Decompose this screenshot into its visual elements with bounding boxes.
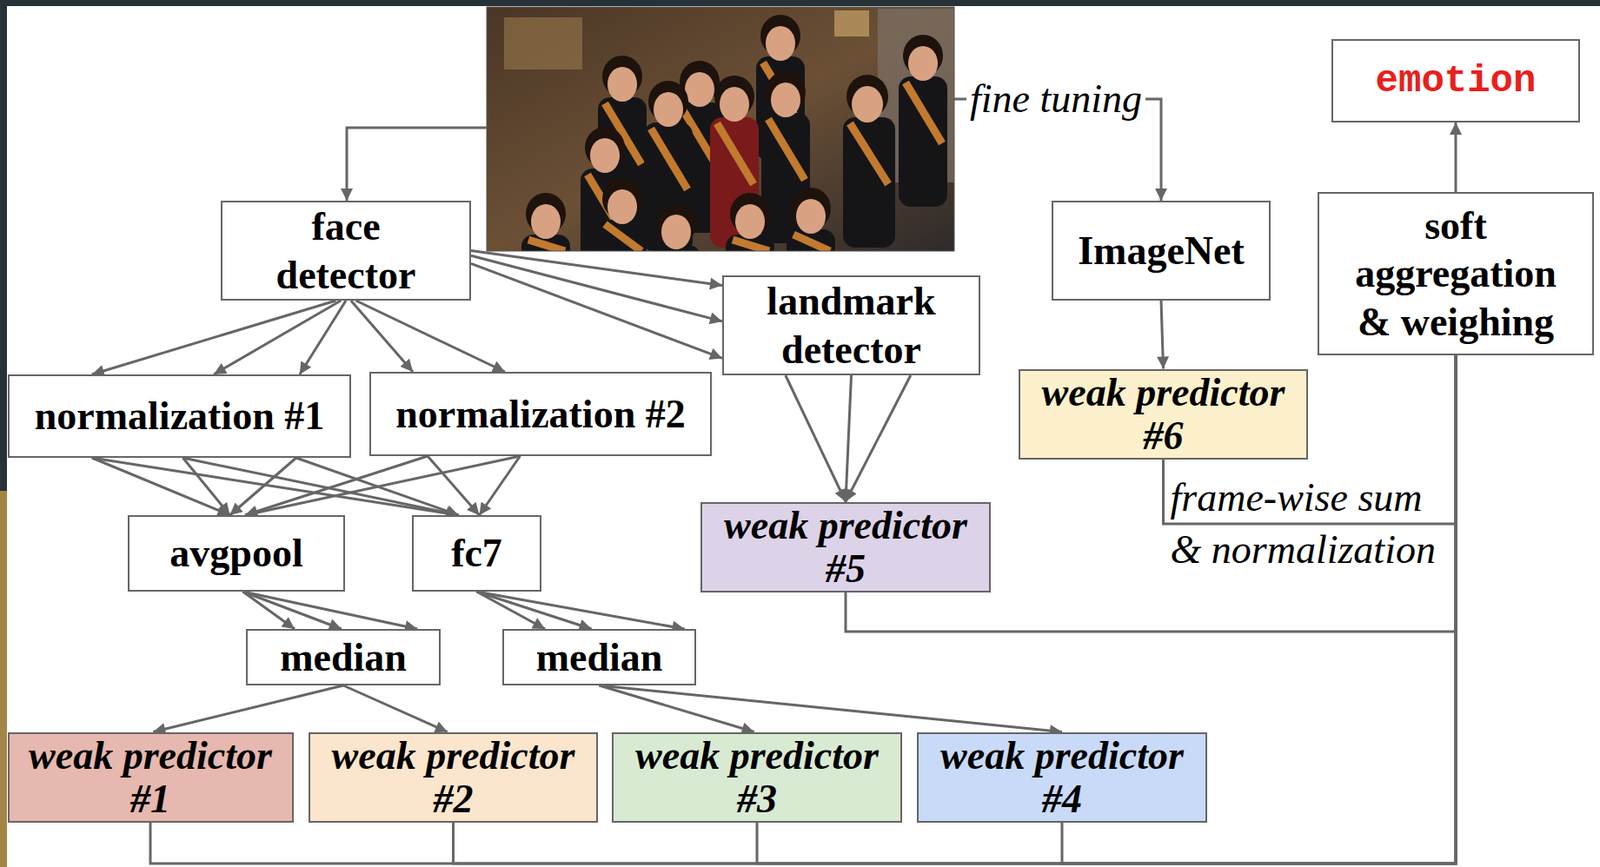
connector-line bbox=[845, 375, 852, 503]
node-label: fc7 bbox=[451, 529, 503, 578]
connector-line bbox=[152, 685, 344, 733]
node-label: weak predictor #2 bbox=[320, 734, 586, 821]
photo-lights bbox=[834, 10, 870, 37]
node-label: soft aggregation & weighing bbox=[1338, 201, 1574, 346]
photo-background bbox=[486, 6, 955, 252]
process-box: ImageNet bbox=[1051, 200, 1271, 301]
slide-left-strip-gold bbox=[0, 491, 7, 867]
connector-line bbox=[471, 251, 723, 286]
connector bbox=[1161, 300, 1164, 370]
connector bbox=[92, 458, 297, 516]
child-figure bbox=[725, 192, 775, 252]
process-box: normalization #1 bbox=[7, 374, 352, 459]
node-label: weak predictor #6 bbox=[1030, 371, 1296, 458]
predictor-box: weak predictor #2 bbox=[308, 732, 598, 824]
connector bbox=[1455, 122, 1457, 193]
child-figure bbox=[651, 203, 701, 252]
connector-line bbox=[479, 456, 521, 516]
node-label: ImageNet bbox=[1077, 226, 1245, 275]
child-figure bbox=[898, 34, 948, 207]
node-label: emotion bbox=[1375, 58, 1537, 105]
connector-line bbox=[245, 456, 428, 516]
annotation-label: fine tuning bbox=[966, 73, 1146, 126]
pooling-box: median bbox=[502, 629, 697, 686]
connector bbox=[599, 685, 1063, 733]
node-label: landmark detector bbox=[738, 277, 965, 373]
process-box: normalization #2 bbox=[369, 371, 712, 457]
process-box: landmark detector bbox=[722, 275, 981, 376]
connector-line bbox=[427, 456, 480, 516]
node-label: face detector bbox=[258, 202, 433, 299]
node-label: median bbox=[536, 633, 664, 682]
connector-line bbox=[243, 591, 419, 630]
child-figure bbox=[597, 178, 647, 252]
connector-line bbox=[356, 300, 506, 372]
slide-left-strip bbox=[0, 0, 7, 492]
connector-line bbox=[92, 458, 231, 516]
node-label: normalization #2 bbox=[395, 390, 685, 439]
connector-line bbox=[599, 685, 1063, 733]
connector-line bbox=[183, 458, 459, 516]
feature-box: avgpool bbox=[127, 515, 346, 592]
predictor-box: weak predictor #5 bbox=[700, 502, 991, 593]
predictor-box: weak predictor #3 bbox=[611, 732, 903, 824]
child-figure bbox=[643, 80, 693, 252]
connector-line bbox=[477, 591, 685, 630]
connector-line bbox=[343, 685, 448, 733]
node-label: median bbox=[279, 633, 407, 682]
connector-line bbox=[1161, 300, 1164, 370]
connector bbox=[343, 685, 448, 733]
connector bbox=[477, 591, 685, 630]
connector bbox=[785, 375, 911, 503]
connector-line bbox=[785, 375, 846, 503]
connector-line bbox=[471, 263, 723, 359]
node-label: avgpool bbox=[169, 529, 303, 578]
slide-top-strip bbox=[0, 0, 1600, 7]
connector bbox=[245, 456, 520, 516]
connector-line bbox=[92, 300, 337, 375]
connector bbox=[427, 456, 520, 516]
feature-box: fc7 bbox=[411, 515, 542, 592]
connector bbox=[152, 685, 344, 733]
connector bbox=[351, 300, 505, 372]
node-label: weak predictor #5 bbox=[713, 504, 979, 591]
photo-to-face-detector-line bbox=[346, 127, 487, 201]
connector-line bbox=[845, 375, 911, 503]
node-label: weak predictor #3 bbox=[624, 734, 890, 821]
child-figure bbox=[521, 192, 571, 252]
connector bbox=[471, 251, 723, 359]
photo-window bbox=[504, 17, 583, 70]
connector-line bbox=[245, 456, 520, 516]
process-box: face detector bbox=[220, 200, 472, 301]
connector bbox=[243, 591, 419, 630]
connector-line bbox=[299, 300, 346, 375]
pooling-box: median bbox=[245, 629, 441, 686]
node-label: normalization #1 bbox=[34, 391, 325, 440]
node-label: weak predictor #4 bbox=[929, 734, 1196, 821]
predictor-box: weak predictor #1 bbox=[7, 732, 294, 824]
child-figure bbox=[786, 187, 836, 252]
connector-line bbox=[1454, 122, 1458, 193]
output-box: emotion bbox=[1331, 39, 1581, 123]
connector-line bbox=[351, 300, 413, 372]
predictor-box: weak predictor #4 bbox=[916, 732, 1208, 824]
photo-frame bbox=[486, 6, 955, 252]
photo-illustration bbox=[486, 6, 955, 252]
connector bbox=[92, 300, 346, 375]
process-box: soft aggregation & weighing bbox=[1317, 192, 1594, 356]
edge-label: frame-wise sum & normalization bbox=[1170, 471, 1454, 577]
node-label: weak predictor #1 bbox=[18, 734, 284, 821]
child-figure bbox=[843, 74, 896, 248]
predictor-box: weak predictor #6 bbox=[1018, 369, 1308, 460]
